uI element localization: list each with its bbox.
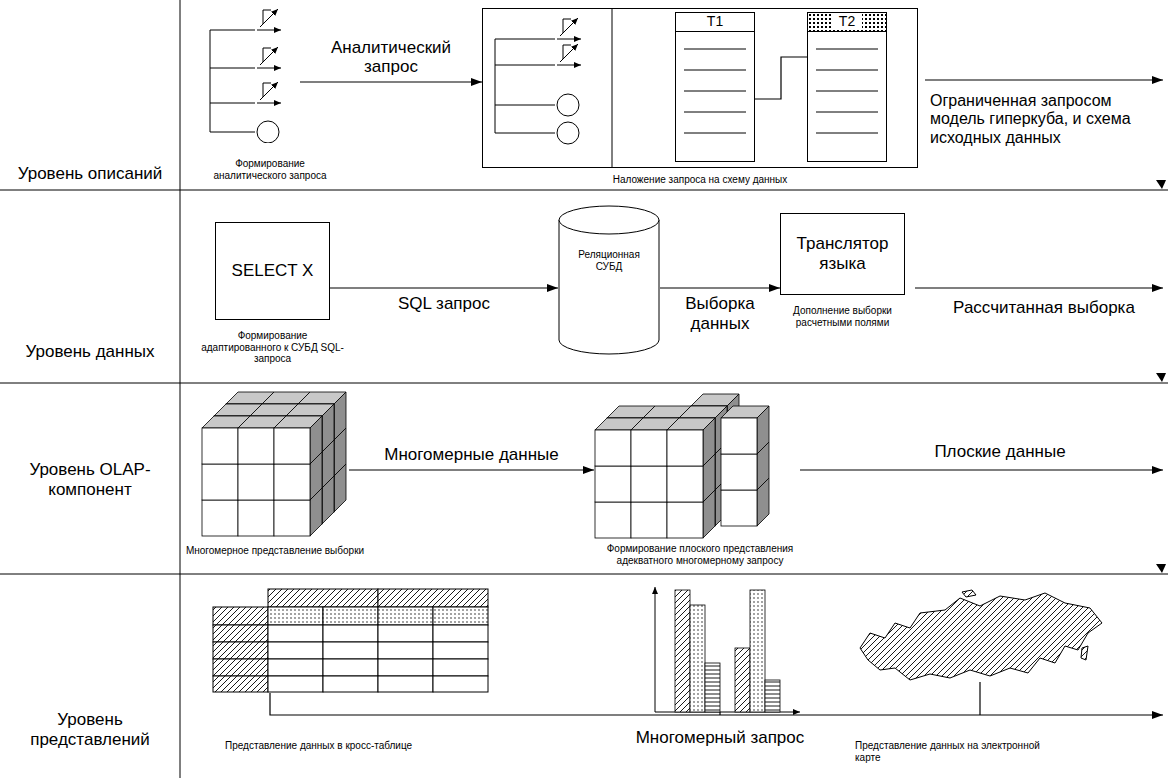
output-arrow bbox=[915, 287, 1163, 288]
diagram-node: SELECT X Формирование адаптированного к С… bbox=[200, 222, 345, 372]
measure-icon bbox=[257, 121, 279, 143]
tree-branch bbox=[495, 39, 555, 40]
edge-label: Выборка данных bbox=[664, 294, 776, 333]
level-band: Уровень представленийПредставление данны… bbox=[0, 574, 1168, 778]
caption: Формирование аналитического запроса bbox=[200, 158, 340, 181]
connector bbox=[349, 469, 594, 470]
measure-icon bbox=[557, 94, 579, 116]
diagram-node: Формирование аналитического запроса bbox=[200, 8, 340, 188]
level-transition-arrowhead bbox=[1156, 564, 1166, 573]
tree-branch bbox=[495, 133, 555, 134]
flow-label: Рассчитанная выборка bbox=[925, 298, 1163, 318]
diagram-node: Формирование плоского представления адек… bbox=[585, 393, 815, 571]
diagram-node: Реляционная СУБД bbox=[558, 205, 660, 355]
box-text: Реляционная СУБД bbox=[564, 249, 654, 272]
flow-label: Многомерный запрос bbox=[600, 728, 840, 748]
chart-bar bbox=[735, 648, 750, 712]
cube-cell bbox=[667, 418, 715, 466]
level-band: Уровень данных SELECT X Формирование адапт… bbox=[0, 190, 1168, 383]
chart-bar bbox=[705, 663, 720, 712]
hypercube bbox=[201, 391, 349, 539]
tree-branch bbox=[210, 103, 255, 104]
dimension-icon bbox=[557, 18, 581, 39]
chart-bar bbox=[765, 680, 780, 712]
diagram-node: Представление данных в кросс-таблице bbox=[205, 588, 500, 763]
level-label: Уровень описаний bbox=[0, 164, 180, 184]
schema-table bbox=[675, 12, 755, 162]
query-tree-icon bbox=[483, 9, 614, 167]
dimension-icon bbox=[257, 82, 281, 103]
tree-branch bbox=[210, 132, 255, 133]
connector bbox=[660, 287, 780, 288]
tree-trunk bbox=[495, 39, 496, 133]
box-text: SELECT X bbox=[221, 222, 324, 320]
query-stem bbox=[979, 682, 980, 715]
chart-bar bbox=[675, 590, 690, 712]
hypercube bbox=[594, 393, 806, 541]
level-transition-arrowhead bbox=[1156, 180, 1166, 189]
connector bbox=[300, 81, 482, 82]
caption: Формирование плоского представления адек… bbox=[585, 543, 815, 566]
level-transition-arrowhead bbox=[1156, 373, 1166, 382]
edge-label: Аналитический запрос bbox=[304, 38, 478, 77]
flow-label: Плоские данные bbox=[850, 442, 1150, 462]
database-cylinder bbox=[558, 205, 660, 355]
tree-trunk bbox=[210, 30, 211, 132]
cube-cell bbox=[274, 416, 322, 464]
caption: Представление данных в кросс-таблице bbox=[225, 740, 425, 752]
edge-label: Многомерные данные bbox=[382, 445, 561, 465]
level-label: Уровень данных bbox=[0, 342, 180, 362]
connector bbox=[755, 57, 807, 99]
dimension-icon bbox=[557, 44, 581, 65]
level-divider bbox=[0, 190, 1168, 191]
caption: Формирование адаптированного к СУБД SQL-… bbox=[200, 330, 345, 365]
table-title: T1 bbox=[700, 13, 730, 29]
flow-label: Ограниченная запросом модель гиперкуба, … bbox=[928, 92, 1164, 147]
tree-branch bbox=[495, 65, 555, 66]
table-rows bbox=[808, 13, 886, 161]
level-label: Уровень OLAP-компонент bbox=[0, 460, 180, 499]
table-rows bbox=[676, 13, 754, 161]
connector bbox=[330, 287, 558, 288]
output-arrow bbox=[800, 469, 1163, 470]
diagram-node: Многомерное представление выборки bbox=[175, 391, 375, 571]
measure-icon bbox=[557, 122, 579, 144]
schema-table bbox=[807, 12, 887, 162]
diagram-node: T2 bbox=[807, 12, 887, 162]
tree-branch bbox=[210, 30, 255, 31]
caption: Дополнение выборки расчетными полями bbox=[770, 305, 915, 328]
chart-axes bbox=[655, 587, 800, 712]
cross-table bbox=[205, 588, 495, 693]
cube-cell bbox=[721, 406, 769, 454]
table-title: T2 bbox=[832, 13, 862, 29]
caption: Многомерное представление выборки bbox=[175, 545, 375, 557]
edge-label: SQL запрос bbox=[396, 294, 492, 314]
output-arrow bbox=[925, 79, 1163, 80]
level-divider bbox=[0, 574, 1168, 575]
dimension-icon bbox=[257, 47, 281, 68]
tree-branch bbox=[495, 105, 555, 106]
level-divider bbox=[180, 0, 181, 778]
russia-map bbox=[850, 588, 1110, 693]
query-tree-icon bbox=[200, 8, 300, 143]
level-label: Уровень представлений bbox=[0, 710, 180, 749]
diagram-node: Наложение запроса на схему данных T1 T2 bbox=[482, 8, 918, 188]
diagram-node: T1 bbox=[675, 12, 755, 162]
box-text: Транслятор языка bbox=[786, 213, 899, 295]
diagram-node: Представление данных на электронной карт… bbox=[850, 588, 1110, 763]
level-divider bbox=[0, 383, 1168, 384]
diagram-node: Транслятор языкаДополнение выборки расче… bbox=[770, 213, 915, 353]
caption: Представление данных на электронной карт… bbox=[855, 740, 1055, 763]
chart-bar bbox=[690, 605, 705, 712]
level-band: Уровень OLAP-компонентМногомерное предст… bbox=[0, 383, 1168, 574]
dimension-icon bbox=[257, 9, 281, 30]
caption: Наложение запроса на схему данных bbox=[482, 174, 918, 186]
tree-branch bbox=[210, 68, 255, 69]
chart-bar bbox=[750, 590, 765, 712]
